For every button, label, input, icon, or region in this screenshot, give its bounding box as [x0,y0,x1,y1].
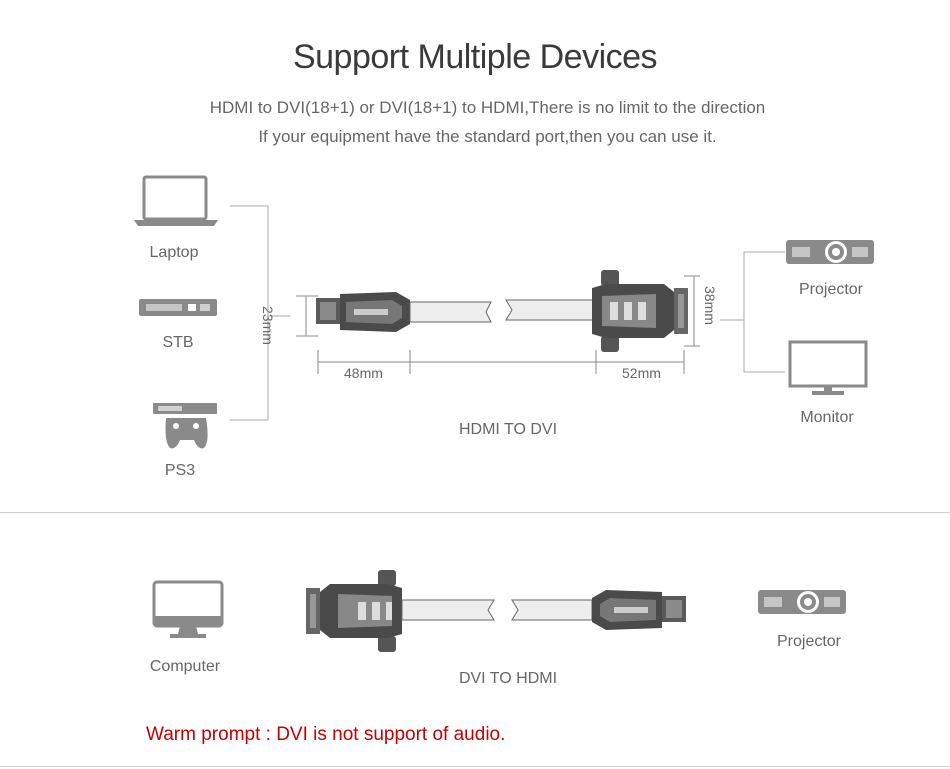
source-label-computer: Computer [149,658,221,675]
stb-icon [139,299,217,316]
laptop-icon [134,175,218,226]
source-label-ps3: PS3 [164,462,196,479]
dim-dvi-height: 38mm [702,286,718,325]
target-label-projector-bottom: Projector [776,633,842,650]
target-label-monitor: Monitor [800,409,854,426]
hdmi-connector-icon-bottom [511,590,686,630]
projector-icon [786,240,874,264]
projector-icon-bottom [758,590,846,614]
computer-icon [152,580,224,638]
audio-warning: Warm prompt : DVI is not support of audi… [146,724,506,745]
source-label-laptop: Laptop [149,244,199,261]
bottom-divider [0,766,950,767]
cable-label-hdmi-to-dvi: HDMI TO DVI [458,421,558,438]
ps3-icon [153,403,217,449]
dim-hdmi-height: 23mm [260,306,276,345]
section-divider [0,512,950,513]
hdmi-connector-icon [316,292,492,332]
source-label-stb: STB [162,334,194,351]
page-title: Support Multiple Devices [292,38,658,76]
dvi-connector-icon-bottom [306,570,495,652]
dvi-connector-icon [505,270,688,352]
cable-label-dvi-to-hdmi: DVI TO HDMI [458,670,558,687]
target-label-projector: Projector [798,281,864,298]
subtitle-line-1: HDMI to DVI(18+1) or DVI(18+1) to HDMI,T… [209,98,766,117]
dim-dvi-length: 52mm [622,365,661,381]
dim-hdmi-length: 48mm [344,365,383,381]
subtitle-line-2: If your equipment have the standard port… [258,127,717,146]
monitor-icon [788,340,868,395]
